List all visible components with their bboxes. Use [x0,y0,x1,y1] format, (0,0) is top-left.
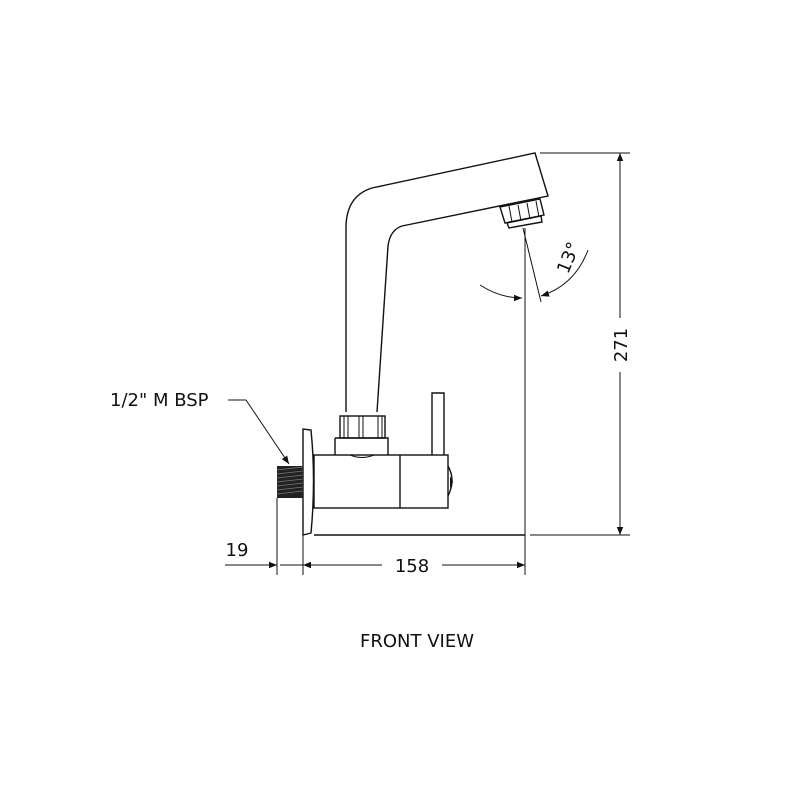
wall-flange [302,428,315,536]
height-value: 271 [611,328,632,362]
thread-length-dimension: 19 [225,540,303,569]
spout-outline [345,152,549,413]
reach-value: 158 [395,556,429,577]
lever-handle [431,392,445,455]
thread-length-value: 19 [226,540,249,561]
thread-size-label: 1/2" M BSP [110,390,209,411]
view-title: FRONT VIEW [360,631,474,652]
reach-dimension: 158 [276,228,526,577]
angle-dimension: 13° [479,227,589,303]
height-dimension: 271 [530,152,632,536]
thread-connector [276,466,304,498]
angle-value: 13° [553,239,584,276]
thread-leader [228,399,290,465]
valve-body [313,454,453,509]
aerator [499,198,545,229]
connection-nut [334,415,389,458]
